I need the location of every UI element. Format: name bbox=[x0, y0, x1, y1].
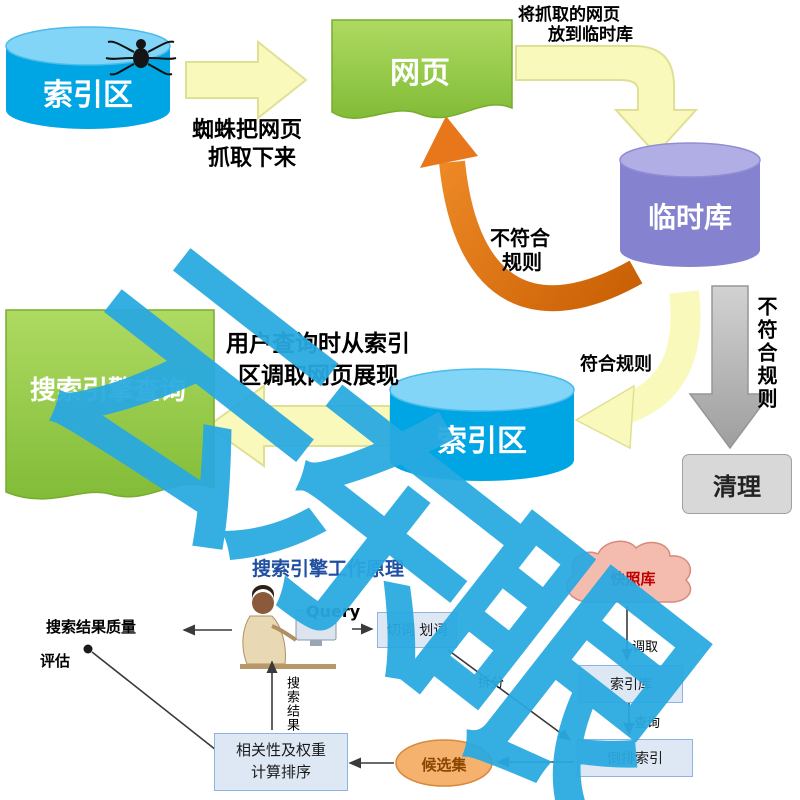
source-db-label: 索引区 bbox=[43, 78, 133, 113]
ranking-box-line2: 计算排序 bbox=[250, 763, 311, 781]
crawl-note-line1: 蜘蛛把网页 bbox=[192, 118, 303, 143]
inverted-index-box: 倒排索引 bbox=[577, 739, 693, 777]
candidates-label: 候选集 bbox=[421, 756, 467, 774]
spider-icon bbox=[105, 39, 177, 76]
search-query-doc-label: 搜索引擎查询 bbox=[29, 376, 186, 406]
display-note-line1: 用户查询时从索引 bbox=[226, 331, 410, 357]
arrow-crawl-right bbox=[185, 39, 308, 121]
left-note-line1: 搜索结果质量 bbox=[46, 618, 137, 636]
recrawl-note-line1: 不符合 bbox=[490, 226, 550, 250]
display-note-line2: 区调取网页展现 bbox=[238, 363, 399, 389]
index-db-cylinder bbox=[389, 368, 575, 481]
store-note-line1: 将抓取的网页 bbox=[518, 5, 620, 25]
user-at-computer-icon bbox=[240, 585, 337, 669]
recrawl-note-line2: 规则 bbox=[502, 250, 542, 274]
webpage-label: 网页 bbox=[390, 56, 450, 91]
arrow-temp-to-clean bbox=[688, 285, 772, 450]
query-label: Query bbox=[306, 602, 361, 621]
temp-db-label: 临时库 bbox=[647, 201, 732, 234]
store-note-line2: 放到临时库 bbox=[548, 25, 633, 45]
not-match-note: 不符合规则 bbox=[754, 296, 778, 411]
webpage-doc-shape bbox=[331, 19, 513, 119]
arrow-temp-to-index-head bbox=[574, 384, 635, 450]
arrow-recrawl-curve bbox=[439, 160, 643, 312]
arrow-index-to-query bbox=[206, 384, 391, 468]
temp-db-cylinder bbox=[619, 142, 761, 267]
ranking-box: 相关性及权重 计算排序 bbox=[214, 733, 348, 791]
bottom-title: 搜索引擎工作原理 bbox=[252, 558, 405, 580]
clean-box: 清理 bbox=[682, 454, 792, 514]
clean-box-label: 清理 bbox=[713, 472, 761, 501]
arrow-webpage-to-temp bbox=[515, 45, 699, 156]
candidates-blob-shape bbox=[395, 739, 493, 787]
search-query-doc-shape bbox=[5, 309, 215, 500]
fetch-label: 调取 bbox=[632, 640, 659, 655]
segment-box: 切词 划词 bbox=[377, 612, 457, 648]
left-note-line2: 评估 bbox=[40, 652, 71, 670]
result-label: 搜索结果 bbox=[284, 676, 299, 732]
lookup-label: 查询 bbox=[634, 716, 661, 731]
ranking-box-line1: 相关性及权重 bbox=[235, 741, 326, 760]
crawl-note-line2: 抓取下来 bbox=[208, 146, 297, 171]
match-note: 符合规则 bbox=[580, 354, 652, 375]
flow-connectors bbox=[91, 606, 635, 769]
segment-box-label: 切词 划词 bbox=[386, 623, 448, 639]
note-bullet-dot bbox=[83, 644, 93, 654]
index-store-box: 索引库 bbox=[579, 665, 683, 703]
split-label: 拆分 bbox=[478, 676, 505, 691]
index-store-box-label: 索引库 bbox=[610, 677, 652, 693]
index-db-label: 索引区 bbox=[437, 424, 527, 459]
arrow-recrawl-head bbox=[420, 116, 478, 168]
snapshot-cloud-shape bbox=[566, 540, 692, 603]
snapshot-cloud-label: 快照库 bbox=[610, 570, 656, 588]
inverted-index-box-label: 倒排索引 bbox=[607, 751, 663, 767]
